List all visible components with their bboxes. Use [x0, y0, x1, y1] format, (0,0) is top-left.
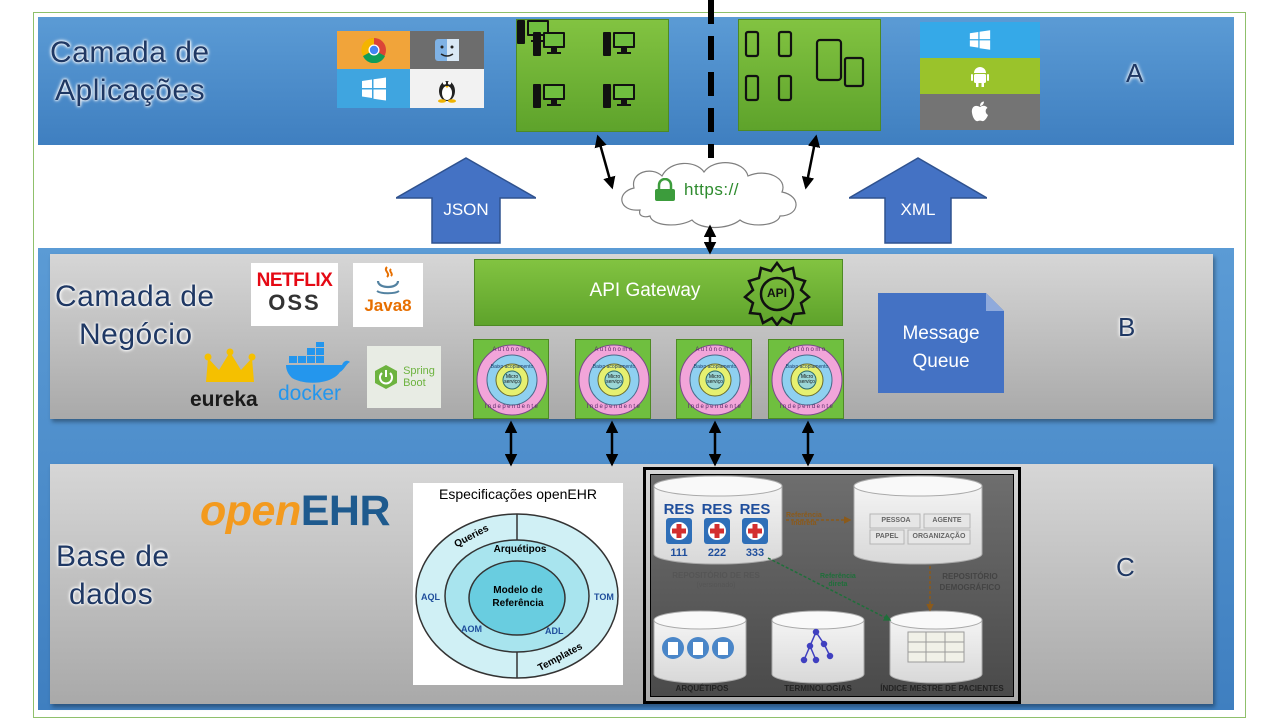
message-queue-shape [878, 293, 1004, 393]
layer-b-letter: B [1118, 312, 1136, 342]
demo-cell-papel: PAPEL [875, 533, 899, 540]
json-arrow [396, 157, 536, 244]
eureka-logo-text: eureka [190, 388, 258, 411]
finder-icon [410, 31, 484, 69]
layer-a-letter: A [1126, 58, 1144, 88]
api-gateway-label: API Gateway [589, 280, 701, 301]
spec-archetypes-label: Arquétipos [493, 544, 547, 555]
docker-whale-icon [286, 342, 350, 383]
spec-rings [415, 513, 619, 679]
res-repository-label: REPOSITÓRIO DE RES(versionado) [672, 571, 760, 589]
microservice-top-label: Autônomo [594, 347, 634, 353]
spec-adl-label: ADL [545, 626, 564, 636]
medical-cross-icon [666, 518, 692, 544]
spec-tom-label: TOM [594, 592, 614, 602]
repository-shapes [653, 475, 983, 684]
microservice-rings-icon [578, 344, 650, 416]
archetypes-label: ARQUÉTIPOS [675, 684, 729, 693]
xml-label: XML [900, 200, 936, 219]
client-divider [708, 0, 714, 158]
chrome-icon [337, 31, 410, 69]
android-icon [920, 58, 1040, 94]
desktop-os-logos [337, 31, 484, 108]
microservice-rings-icon [771, 344, 843, 416]
power-icon [375, 365, 398, 389]
api-badge-label: API [766, 286, 787, 300]
res-id-label: 111 [670, 547, 688, 559]
res-label: RES [701, 501, 733, 518]
ehr-record-2: RES 222 [699, 501, 735, 559]
xml-arrow [849, 157, 987, 244]
layer-c-letter: C [1116, 552, 1135, 582]
medical-cross-icon [704, 518, 730, 544]
outer-frame [33, 12, 1246, 718]
spec-title: Especificações openEHR [439, 486, 597, 502]
microservice-top-label: Autônomo [492, 347, 532, 353]
docker-logo-text: docker [278, 382, 342, 405]
apple-icon [920, 94, 1040, 130]
business-layer-title: Camada de Negócio [55, 280, 215, 351]
microservice-mid-label: Baixo acoplamento [490, 364, 534, 370]
windows-phone-icon [920, 22, 1040, 58]
desktop-clients-box [516, 19, 669, 132]
coffee-cup-icon [376, 266, 400, 295]
res-id-label: 333 [745, 547, 765, 559]
demo-cell-pessoa: PESSOA [881, 517, 911, 524]
microservice-mid-label: Baixo acoplamento [785, 364, 829, 370]
res-id-label: 222 [707, 547, 727, 559]
medical-cross-icon [742, 518, 768, 544]
openehr-spec-diagram: Especificações openEHR Arquétipos Modelo… [413, 483, 623, 685]
terminologies-label: TERMINOLOGIAS [784, 684, 852, 693]
openehr-logo: openEHR [200, 487, 391, 535]
ehr-record-3: RES 333 [737, 501, 773, 559]
crown-icon [204, 348, 256, 382]
mobile-os-logos [920, 22, 1040, 130]
microservice-bottom-label: Independente [484, 404, 540, 410]
ehr-record-1: RES 111 [661, 501, 697, 559]
windows-icon [337, 69, 410, 108]
microservice-top-label: Autônomo [787, 347, 827, 353]
mobile-devices-icon [744, 30, 865, 102]
json-label: JSON [443, 200, 489, 219]
mobile-clients-box [738, 19, 881, 131]
linux-icon [410, 69, 484, 108]
demo-cell-organizacao: ORGANIZAÇÃO [912, 533, 966, 540]
demo-cell-agente: AGENTE [932, 517, 962, 524]
desktop-computers-icon [517, 20, 635, 108]
data-layer-title: Base de dados [56, 540, 170, 611]
patient-index-label: ÍNDICE MESTRE DE PACIENTES [880, 684, 1004, 693]
application-layer-title: Camada de Aplicações [50, 36, 210, 107]
microservice-rings-icon [476, 344, 548, 416]
microservice-bottom-label: Independente [779, 404, 835, 410]
microservice-bottom-label: Independente [586, 404, 642, 410]
res-label: RES [663, 501, 695, 518]
microservice-rings-icon [679, 344, 751, 416]
microservice-bottom-label: Independente [687, 404, 743, 410]
res-label: RES [739, 501, 771, 518]
api-gear-icon [743, 260, 811, 326]
microservice-top-label: Autônomo [695, 347, 735, 353]
lock-icon [655, 178, 675, 201]
spec-aom-label: AOM [461, 624, 482, 634]
microservice-mid-label: Baixo acoplamento [693, 364, 737, 370]
https-label: https:// [684, 180, 740, 199]
java8-logo: Java8 [353, 263, 423, 327]
microservice-mid-label: Baixo acoplamento [592, 364, 636, 370]
spec-aql-label: AQL [421, 592, 440, 602]
netflix-oss-logo: NETFLIX OSS [251, 263, 338, 326]
